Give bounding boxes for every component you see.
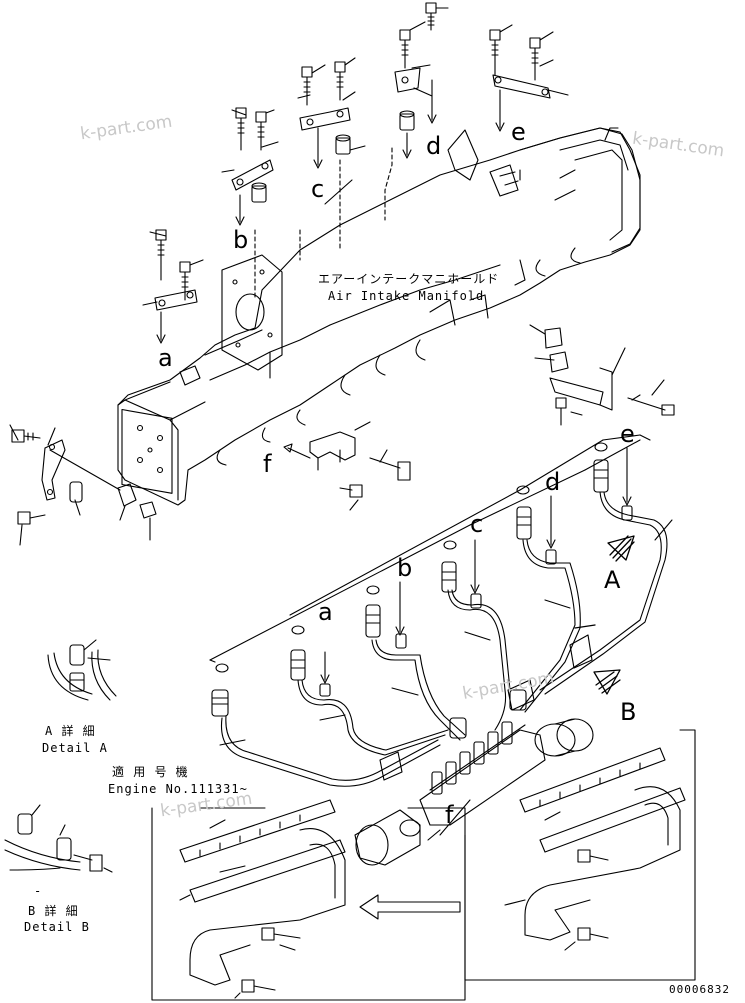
callout-e-upper: e [511,118,526,146]
callout-d-lower: d [545,468,561,496]
detail-a-label-jp: A 詳 細 [45,724,96,738]
manifold-label-jp: エアーインテークマニホールド [318,272,500,286]
center-bracket [284,422,410,510]
detail-b-dash: - [34,884,43,898]
view-arrows [575,536,634,694]
detail-b-label-jp: B 詳 細 [28,904,79,918]
detail-b-figure [5,805,112,872]
callout-e-lower: e [620,420,635,448]
callout-c-upper: c [311,175,325,203]
right-bracket [530,325,674,425]
callout-f-upper: f [263,450,272,478]
applicability-engine-number: Engine No.111331~ [108,782,248,796]
injection-pump [355,690,593,865]
callout-f-lower: f [445,801,454,829]
injection-tubes [210,435,672,786]
view-label-a: A [604,566,621,594]
applicability-label-jp: 適 用 号 機 [112,765,189,779]
callout-c-lower: c [470,510,484,538]
left-small-parts [10,425,156,545]
detail-b-frames [152,730,695,1000]
detail-a-label-en: Detail A [42,741,108,755]
callout-a-upper: a [158,344,173,372]
manifold-bolts [143,3,568,385]
callout-d-upper: d [426,132,442,160]
manifold-body [118,128,640,505]
callout-b-lower: b [397,554,413,582]
detail-a-figure [48,640,116,700]
view-label-b: B [620,698,637,726]
callout-a-lower: a [318,598,333,626]
callout-b-upper: b [233,226,249,254]
drawing-number: 00006832 [669,983,730,996]
manifold-label-en: Air Intake Manifold [328,289,485,303]
detail-b-label-en: Detail B [24,920,90,934]
